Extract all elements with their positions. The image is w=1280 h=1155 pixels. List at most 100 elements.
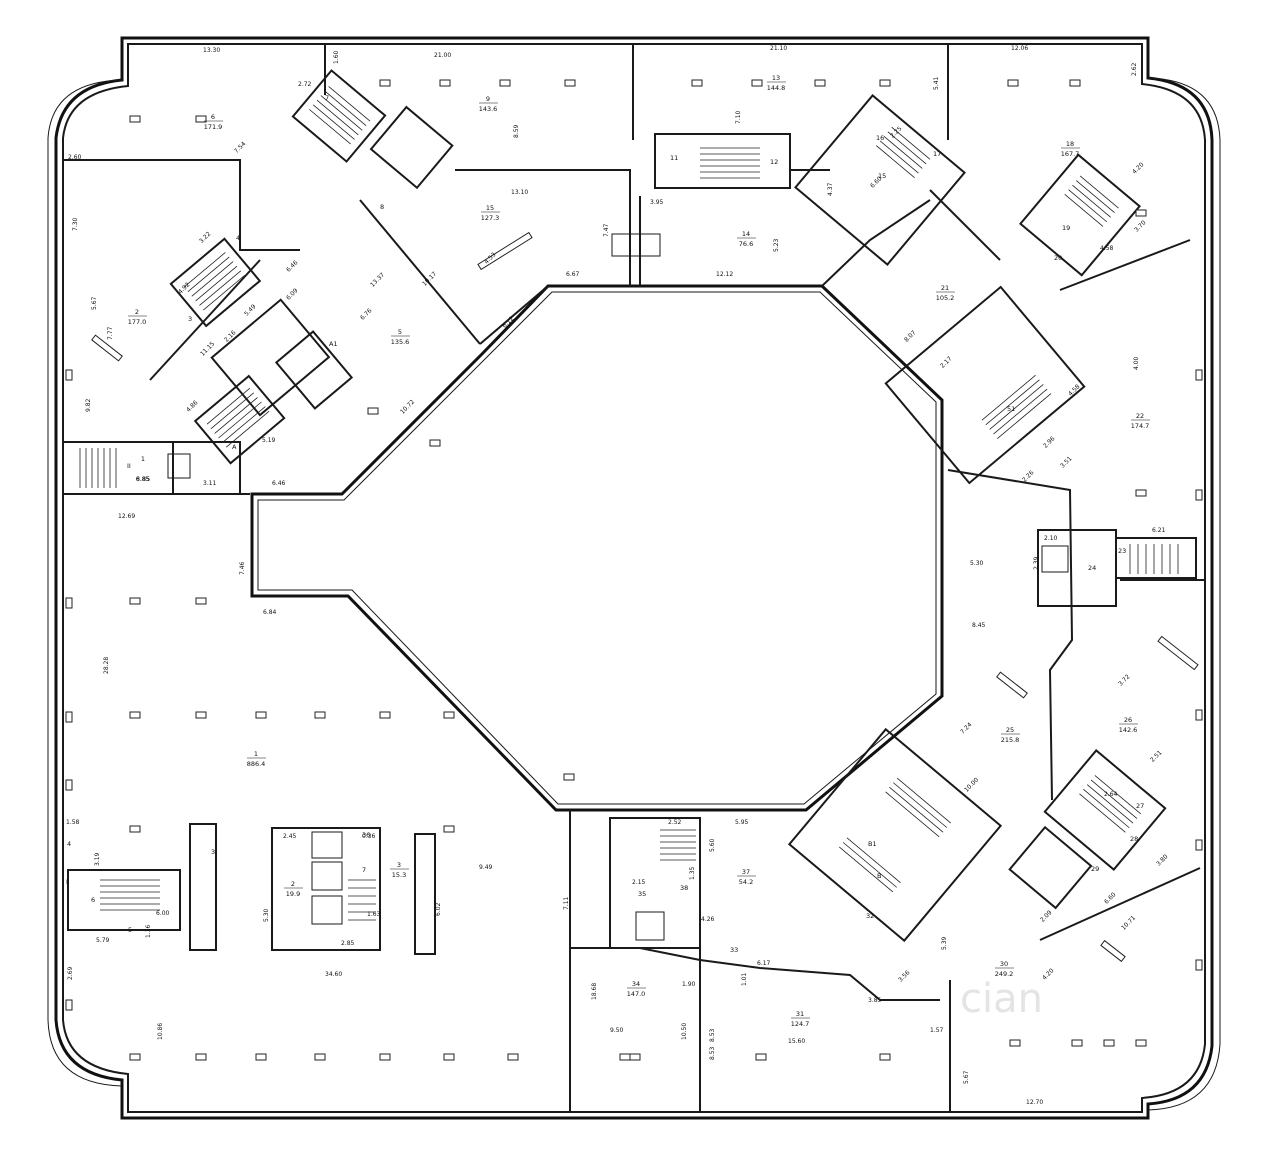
space-label: 33 bbox=[730, 946, 738, 954]
room-area: 76.6 bbox=[739, 240, 753, 248]
room-label: 315.3 bbox=[390, 861, 409, 879]
dimension: 1.01 bbox=[741, 972, 748, 986]
room-area: 6.85 bbox=[136, 475, 150, 483]
dimension: 5.41 bbox=[933, 76, 940, 90]
dimension: 2.72 bbox=[298, 81, 312, 88]
dimension: 3.22 bbox=[198, 230, 213, 245]
dimension: 6.17 bbox=[757, 960, 771, 967]
dimension: 6.09 bbox=[285, 287, 300, 302]
space-label: 4 bbox=[67, 840, 71, 848]
room-number: 9 bbox=[486, 95, 490, 103]
dimension: 1.63 bbox=[367, 911, 381, 918]
room-area: 127.3 bbox=[481, 214, 500, 222]
space-label: 6 bbox=[91, 896, 95, 904]
dimension: 9.82 bbox=[85, 398, 92, 412]
dimension: 2.09 bbox=[1039, 909, 1054, 924]
space-label: A1 bbox=[329, 340, 338, 348]
dimension: 2.10 bbox=[1044, 535, 1058, 542]
room-area: 144.8 bbox=[767, 84, 786, 92]
dimension: 5.67 bbox=[91, 296, 98, 310]
dimension: 6.84 bbox=[263, 609, 277, 616]
room-area: 215.8 bbox=[1001, 736, 1020, 744]
room-area: 886.4 bbox=[247, 760, 266, 768]
watermark-text: cian bbox=[960, 976, 1043, 1022]
space-label: 15 bbox=[878, 172, 886, 180]
room-number: 21 bbox=[941, 284, 949, 292]
room-number: 26 bbox=[1124, 716, 1132, 724]
space-labels: 7 8 4 3 A1 A II 11 12 16 15 17 19 20 51 … bbox=[66, 94, 1144, 954]
space-label: 32 bbox=[866, 912, 874, 920]
dimension: 12.69 bbox=[118, 513, 135, 520]
room-number: 6 bbox=[211, 113, 215, 121]
dimension: 2.51 bbox=[1149, 749, 1164, 764]
dimension: 3.85 bbox=[868, 997, 882, 1004]
dimension: 4.58 bbox=[1100, 245, 1114, 252]
outer-walls bbox=[47, 36, 1221, 1120]
central-atrium bbox=[250, 284, 944, 812]
dimension: 28.28 bbox=[103, 657, 110, 674]
dimension: 3.95 bbox=[650, 199, 664, 206]
dimension: 1.35 bbox=[689, 866, 696, 880]
space-label: 23 bbox=[1118, 547, 1126, 555]
space-label: 36 bbox=[362, 831, 370, 839]
dimension: 3.19 bbox=[94, 852, 101, 866]
dimension: 4.37 bbox=[827, 182, 834, 196]
space-label: 3 bbox=[188, 315, 192, 323]
dimension: 1.58 bbox=[66, 819, 80, 826]
room-number: 30 bbox=[1000, 960, 1008, 968]
space-label: 5 bbox=[128, 926, 132, 934]
stair-cores bbox=[62, 69, 1197, 955]
room-area: 105.2 bbox=[936, 294, 955, 302]
dimension: 1.36 bbox=[145, 924, 152, 938]
dimension: 2.26 bbox=[1021, 469, 1036, 484]
dimension: 3.72 bbox=[1117, 673, 1132, 688]
room-area: 147.0 bbox=[627, 990, 646, 998]
dimension: 5.23 bbox=[773, 238, 780, 252]
room-label: 6 171.9 bbox=[204, 113, 223, 131]
space-label: II bbox=[127, 462, 131, 470]
dimension: 13.10 bbox=[511, 189, 528, 196]
dimension: 8.07 bbox=[903, 329, 918, 344]
dimension: 9.49 bbox=[479, 864, 493, 871]
space-label: 27 bbox=[1136, 802, 1144, 810]
dimension: 7.30 bbox=[72, 217, 79, 231]
dimension: 3.56 bbox=[897, 969, 912, 984]
dimension: 5.60 bbox=[709, 838, 716, 852]
room-area: 15.3 bbox=[392, 871, 406, 879]
space-label: 51 bbox=[1007, 405, 1015, 413]
space-label: 3 bbox=[211, 848, 215, 856]
dimension: 7.47 bbox=[603, 223, 610, 237]
dimension: 7.10 bbox=[735, 110, 742, 124]
room-area: 171.9 bbox=[204, 123, 223, 131]
space-label: I bbox=[66, 878, 68, 886]
room-number: 5 bbox=[398, 328, 402, 336]
dimension: 1.60 bbox=[333, 50, 340, 64]
dimension: 2.52 bbox=[668, 819, 682, 826]
room-area: 135.6 bbox=[391, 338, 410, 346]
dimension: 5.95 bbox=[735, 819, 749, 826]
dimension: 4.20 bbox=[1041, 967, 1056, 982]
dimension: 21.10 bbox=[770, 45, 787, 52]
space-label: B1 bbox=[868, 840, 877, 848]
ramps bbox=[91, 231, 1199, 963]
dimension: 6.02 bbox=[435, 902, 442, 916]
room-number: 1 bbox=[254, 750, 258, 758]
room-number: 18 bbox=[1066, 140, 1074, 148]
room-number: 22 bbox=[1136, 412, 1144, 420]
dimension: 8.45 bbox=[972, 622, 986, 629]
dimension: 7.11 bbox=[563, 896, 570, 910]
room-area: 19.9 bbox=[286, 890, 300, 898]
dimension: 18.68 bbox=[591, 983, 598, 1000]
room-number: 31 bbox=[796, 1010, 804, 1018]
dimension: 34.60 bbox=[325, 971, 342, 978]
